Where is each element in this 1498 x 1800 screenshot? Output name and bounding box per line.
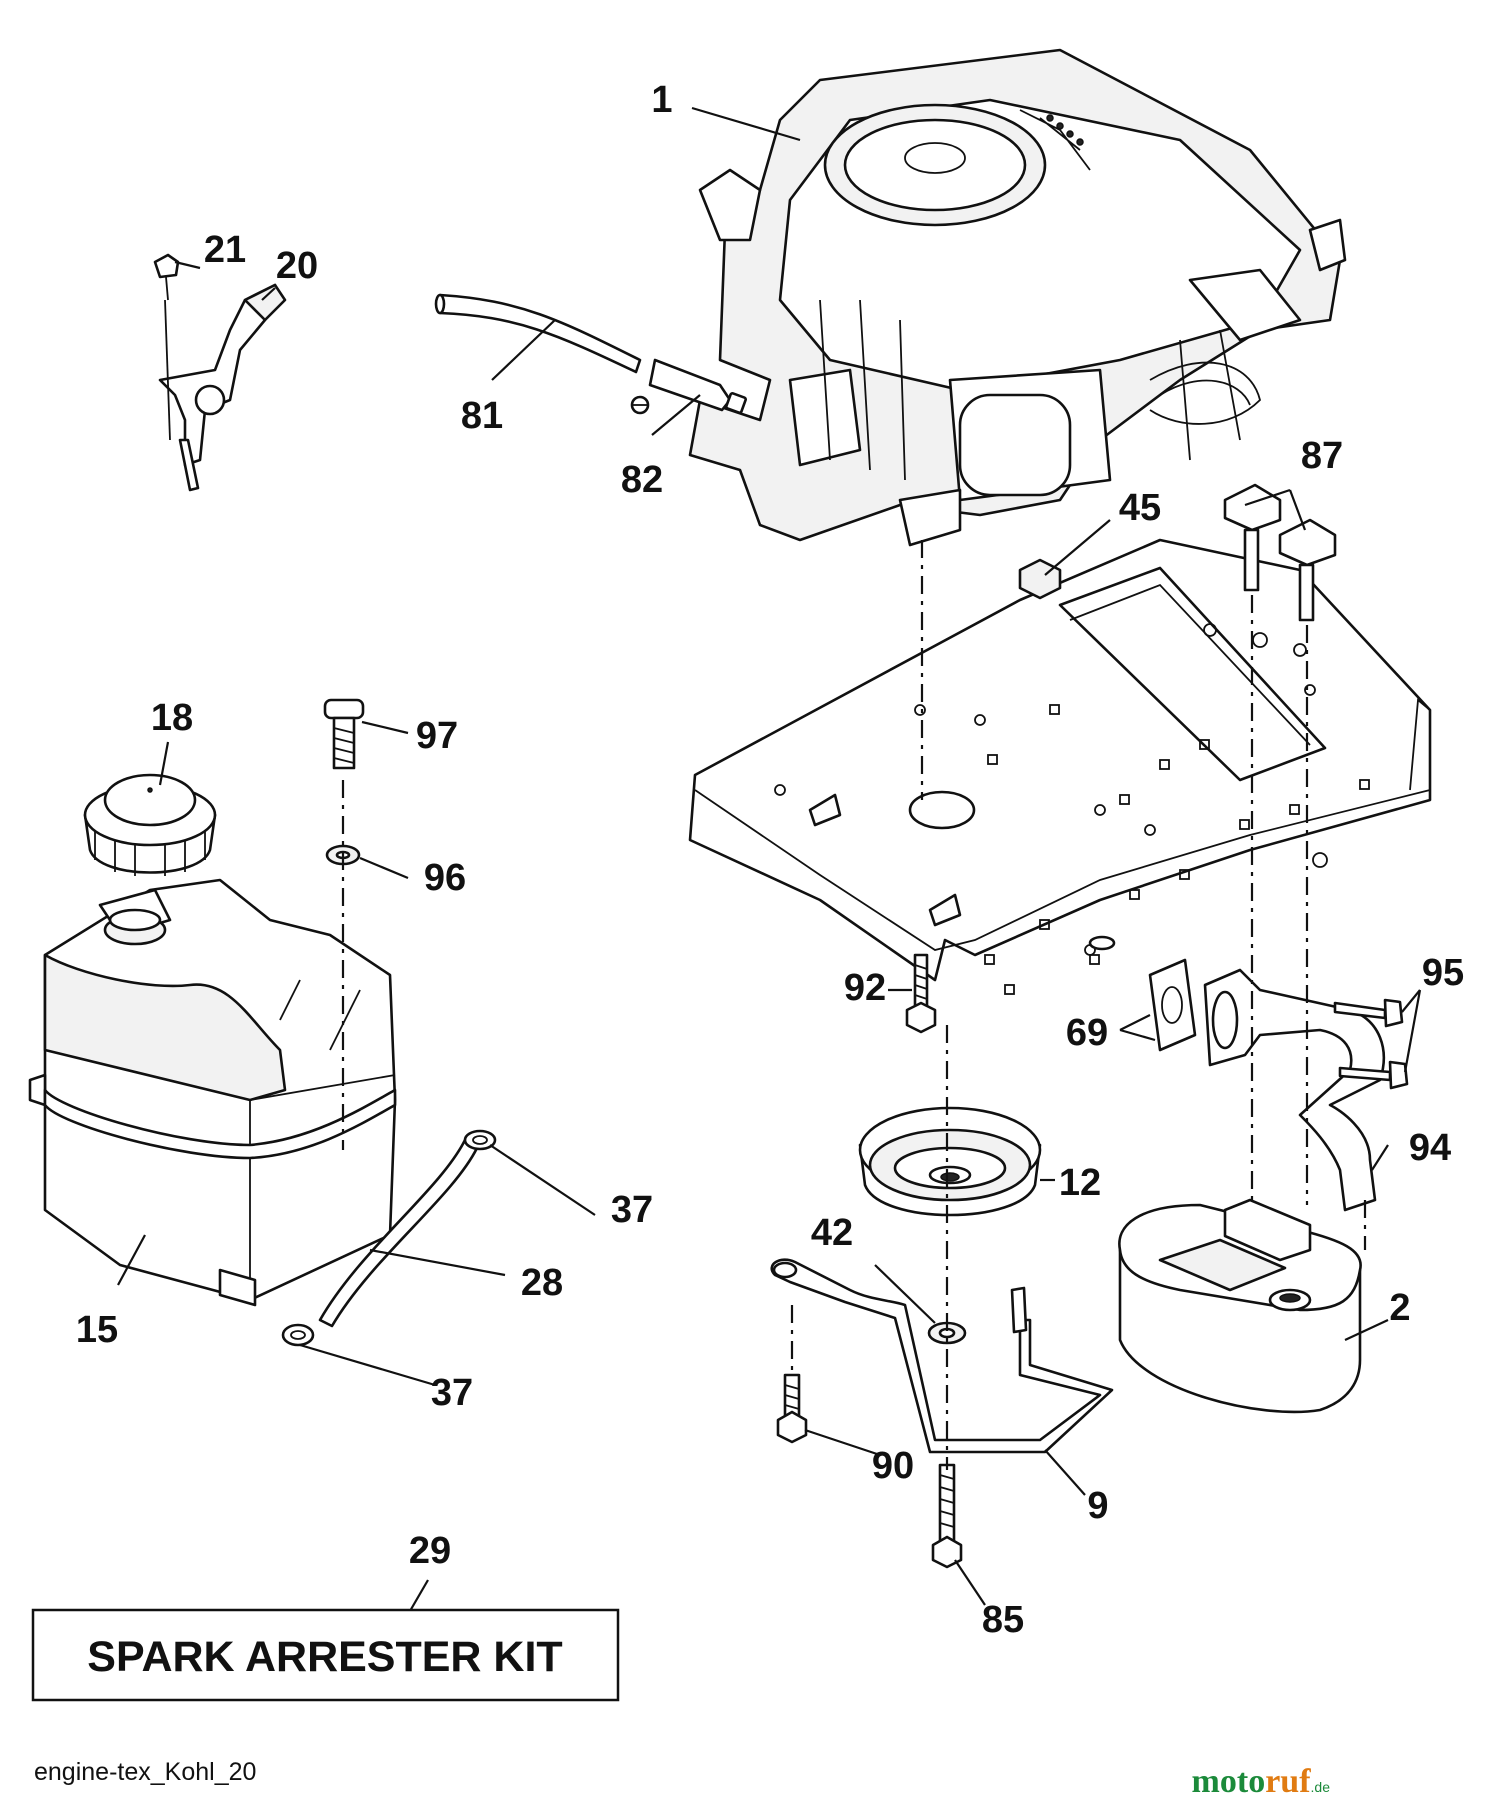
fuel-line-81 [434,293,642,374]
fuel-filter-82 [630,358,747,415]
watermark-part1: moto [1192,1763,1266,1800]
fuel-tank-15 [28,878,397,1307]
bolt-97 [323,698,365,770]
engine-deck [688,538,1432,995]
callout-81: 81 [461,395,503,437]
callout-87: 87 [1301,435,1343,477]
callout-12: 12 [1059,1162,1101,1204]
callout-1: 1 [651,79,672,121]
svg-text:motoruf.de: motoruf.de [1192,1763,1331,1800]
alignment-lines [341,540,1367,1470]
screw-21 [153,253,180,301]
muffler-2 [1118,1198,1362,1414]
callout-21: 21 [204,229,246,271]
engine [688,48,1347,547]
callout-9: 9 [1087,1485,1108,1527]
leader-lines [117,106,1422,1681]
callout-37-lower: 37 [431,1372,473,1414]
bolt-92 [905,953,937,1034]
callout-labels: 1 21 20 81 82 87 45 18 97 96 92 95 69 94… [76,79,1464,1641]
callout-37-upper: 37 [611,1189,653,1231]
callout-82: 82 [621,459,663,501]
fuel-hose-28 [318,1138,479,1328]
bolt-87-a [1223,483,1282,592]
callout-95: 95 [1422,952,1464,994]
diagram-id-label: engine-tex_Kohl_20 [34,1758,256,1786]
clamp-37-upper [463,1129,497,1151]
exhaust-pipe-94 [1203,968,1385,1212]
callout-69: 69 [1066,1012,1108,1054]
callout-18: 18 [151,697,193,739]
washer-42 [927,1321,967,1345]
bolt-90 [776,1373,808,1444]
pulley-12 [858,1106,1042,1217]
throttle-control-20 [158,283,287,492]
callout-28: 28 [521,1262,563,1304]
callout-92: 92 [844,967,886,1009]
bolt-87-b [1278,518,1337,622]
callout-96: 96 [424,857,466,899]
callout-45: 45 [1119,487,1161,529]
callout-15: 15 [76,1309,118,1351]
callout-90: 90 [872,1445,914,1487]
screw-95-upper [1333,998,1404,1028]
watermark-suffix: .de [1311,1779,1331,1795]
callout-29: 29 [409,1530,451,1572]
watermark-part2: ruf [1265,1763,1311,1800]
clamp-37-lower [281,1323,315,1347]
callout-97: 97 [416,715,458,757]
fuel-cap-18 [83,773,217,876]
gasket-69 [1148,958,1197,1052]
watermark-logo: motoruf.de [1192,1763,1331,1800]
callout-94: 94 [1409,1127,1451,1169]
bracket-9 [770,1258,1114,1454]
callout-20: 20 [276,245,318,287]
spark-arrester-kit-label: SPARK ARRESTER KIT [87,1633,562,1681]
bolt-85 [931,1463,963,1569]
screw-95-lower [1338,1060,1409,1090]
callout-2: 2 [1389,1287,1410,1329]
callout-85: 85 [982,1599,1024,1641]
nut-45 [1018,558,1062,600]
spark-arrester-kit-box: SPARK ARRESTER KIT [31,1608,620,1702]
callout-42: 42 [811,1212,853,1254]
